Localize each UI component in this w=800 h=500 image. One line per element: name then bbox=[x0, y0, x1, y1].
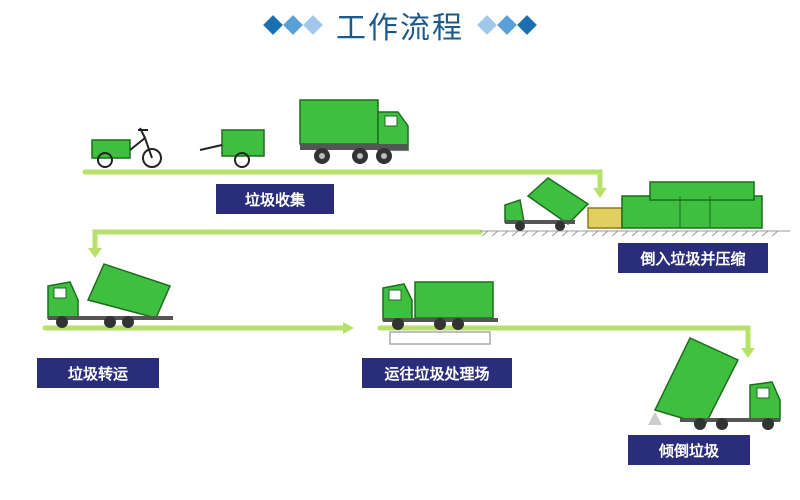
title-row: 工作流程 bbox=[0, 4, 800, 46]
dumping-truck-icon bbox=[648, 337, 781, 430]
arrow-transport-to-dump bbox=[377, 325, 751, 353]
arrowhead-2 bbox=[88, 248, 102, 258]
step-label-transport: 运往垃圾处理场 bbox=[362, 358, 512, 388]
step-label-dump: 倾倒垃圾 bbox=[628, 435, 750, 465]
arrow-compress-to-transfer bbox=[92, 229, 483, 253]
flow-arrows bbox=[42, 169, 751, 353]
step-label-compress: 倒入垃圾并压缩 bbox=[618, 243, 768, 273]
hook-lift-truck-icon bbox=[47, 263, 173, 328]
arrow-collect-to-compress bbox=[82, 169, 603, 193]
step-label-transfer: 垃圾转运 bbox=[37, 358, 159, 388]
hand-cart-icon bbox=[199, 129, 265, 168]
page-title: 工作流程 bbox=[336, 11, 464, 46]
arrowhead-1 bbox=[593, 188, 607, 198]
arrowhead-4 bbox=[741, 348, 755, 358]
tricycle-icon bbox=[91, 127, 162, 168]
step-label-collect: 垃圾收集 bbox=[216, 184, 334, 214]
dump-truck-icon bbox=[299, 99, 409, 164]
tipping-truck-icon bbox=[504, 177, 590, 231]
compressor-station-icon bbox=[587, 181, 763, 229]
ground-hatch bbox=[480, 230, 790, 237]
transport-truck-icon bbox=[382, 281, 498, 345]
arrowhead-3 bbox=[343, 322, 354, 334]
arrowheads bbox=[88, 188, 755, 358]
